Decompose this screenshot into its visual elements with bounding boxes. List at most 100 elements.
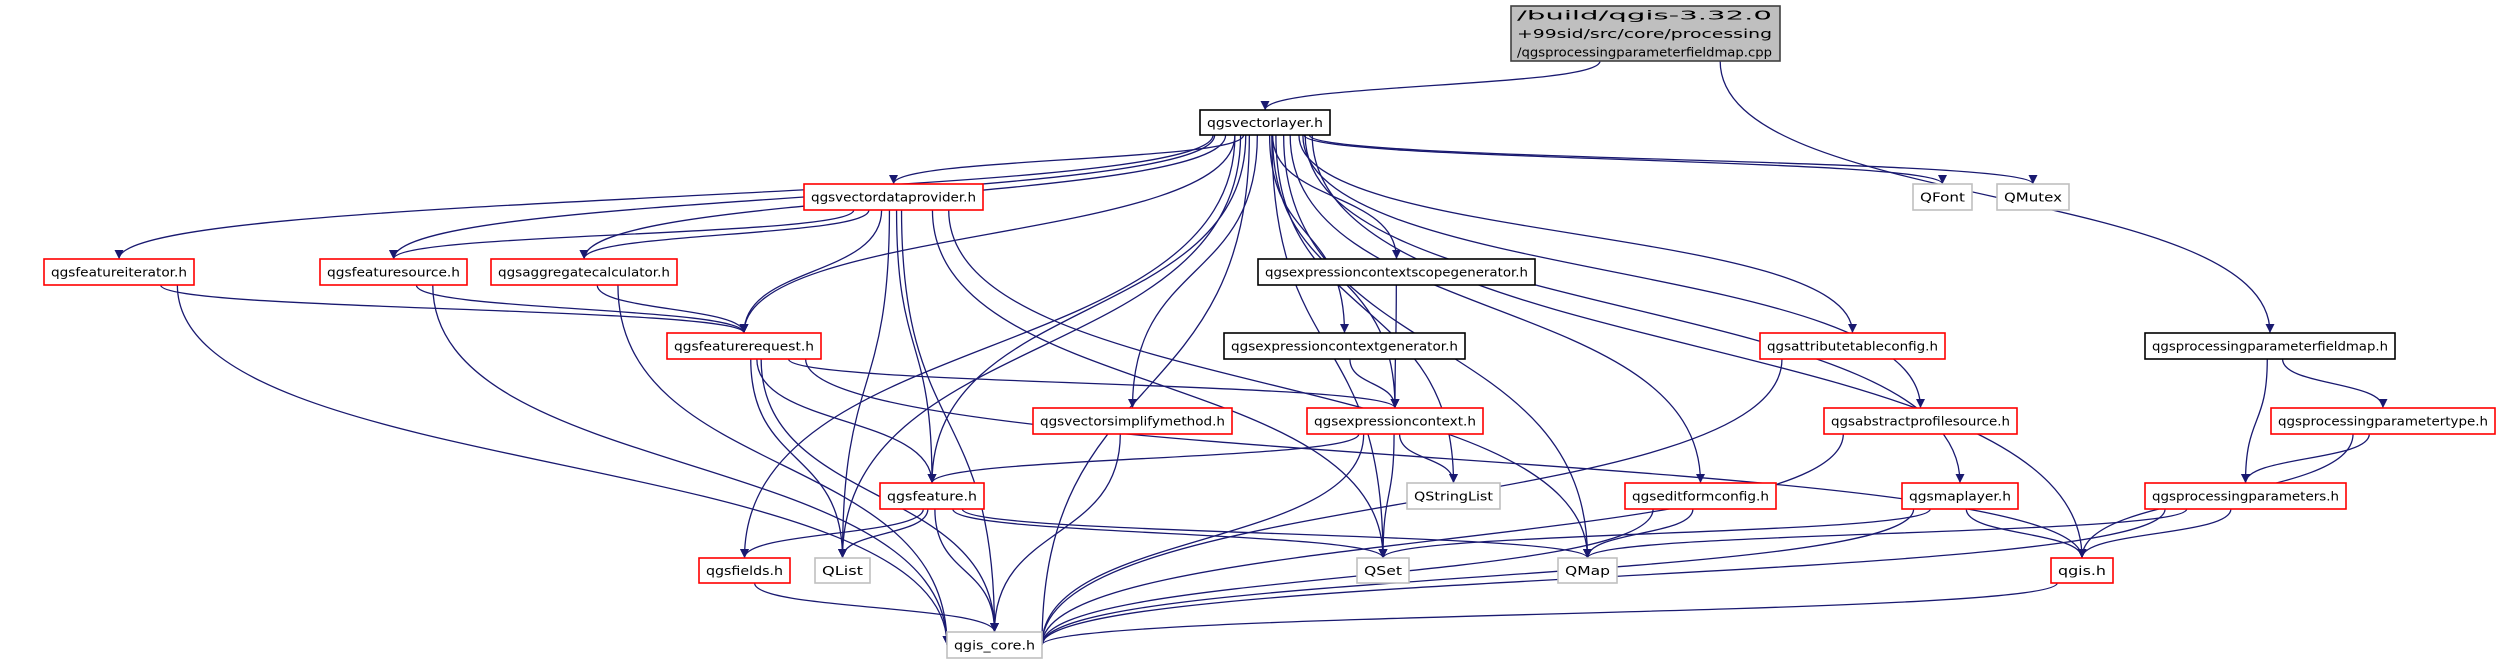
edge-expressioncontext-to-qgis_core: [1037, 433, 1365, 646]
edge-featurerequest-to-qgis_core: [760, 358, 1000, 633]
node-fieldmap[interactable]: qgsprocessingparameterfieldmap.h: [2144, 332, 2396, 360]
node-box: [319, 258, 468, 286]
node-label: qgsabstractprofilesource.h: [1831, 414, 2010, 429]
node-label: qgsfeaturerequest.h: [674, 339, 814, 354]
node-box: [698, 557, 791, 584]
edge-vectorlayer-to-featurerequest: [739, 134, 1236, 334]
node-attributetableconfig[interactable]: qgsattributetableconfig.h: [1759, 332, 1946, 360]
node-box: [1406, 482, 1501, 510]
node-qgis[interactable]: qgis.h: [2050, 557, 2114, 584]
edge-feature-to-QList: [837, 508, 929, 559]
node-box: [1624, 482, 1777, 510]
edge-abstractprofilesource-to-qgis_core: [1037, 433, 1844, 646]
node-label: QList: [822, 563, 863, 578]
node-label: QMutex: [2004, 190, 2062, 205]
edge-expressioncontext-to-QSet: [1378, 433, 1395, 559]
node-box: [1257, 258, 1536, 286]
edge-vectordataprovider-to-QMap: [948, 209, 1593, 559]
node-box: [814, 557, 871, 584]
edge-featurerequest-to-QList: [750, 358, 848, 559]
node-QList[interactable]: QList: [814, 557, 871, 584]
node-featuresource[interactable]: qgsfeaturesource.h: [319, 258, 468, 286]
node-label: /qgsprocessingparameterfieldmap.cpp: [1517, 44, 1772, 59]
nodes-layer: /build/qgis-3.32.0+99sid/src/core/proces…: [43, 5, 2496, 659]
node-label: qgis.h: [2058, 563, 2106, 578]
edge-parametertype-to-processingparameters: [2240, 433, 2370, 484]
node-label: qgsvectorsimplifymethod.h: [1040, 414, 1225, 429]
node-vectorlayer[interactable]: qgsvectorlayer.h: [1199, 109, 1331, 136]
edge-featurerequest-to-expressioncontext: [787, 358, 1400, 409]
node-root[interactable]: /build/qgis-3.32.0+99sid/src/core/proces…: [1510, 5, 1781, 62]
node-editformconfig[interactable]: qgseditformconfig.h: [1624, 482, 1777, 510]
node-contextgenerator[interactable]: qgsexpressioncontextgenerator.h: [1223, 332, 1466, 360]
node-QMutex[interactable]: QMutex: [1996, 183, 2070, 211]
node-fields[interactable]: qgsfields.h: [698, 557, 791, 584]
node-label: QFont: [1920, 190, 1965, 205]
node-vectordataprovider[interactable]: qgsvectordataprovider.h: [803, 183, 984, 211]
node-expressioncontext[interactable]: qgsexpressioncontext.h: [1306, 407, 1484, 435]
node-abstractprofilesource[interactable]: qgsabstractprofilesource.h: [1823, 407, 2018, 435]
node-QSet[interactable]: QSet: [1356, 557, 1410, 584]
node-QFont[interactable]: QFont: [1912, 183, 1973, 211]
edge-feature-to-fields: [740, 508, 924, 559]
node-featureiterator[interactable]: qgsfeatureiterator.h: [43, 258, 195, 286]
edge-feature-to-qgis_core: [934, 508, 1000, 633]
edge-vectorlayer-to-vectordataprovider: [889, 134, 1245, 185]
node-box: [1823, 407, 2018, 435]
edge-feature-to-QSet: [952, 508, 1388, 559]
edge-vectordataprovider-to-qgis_core: [900, 209, 1000, 633]
node-box: [2144, 482, 2347, 510]
node-QStringList[interactable]: QStringList: [1406, 482, 1501, 510]
node-box: [1759, 332, 1946, 360]
node-label: qgsvectorlayer.h: [1207, 115, 1323, 130]
node-feature[interactable]: qgsfeature.h: [879, 482, 985, 510]
edge-featuresource-to-qgis_core: [432, 284, 952, 646]
node-box: [2050, 557, 2114, 584]
edge-expressioncontext-to-feature: [927, 433, 1360, 484]
node-qgis_core[interactable]: qgis_core.h: [946, 631, 1043, 659]
edge-vectordataprovider-to-aggregatecalculator: [579, 209, 870, 260]
node-box: [1901, 482, 2019, 510]
node-box: [946, 631, 1043, 659]
edge-qgis-to-qgis_core: [1037, 582, 2058, 646]
edge-editformconfig-to-qgis_core: [1037, 508, 1654, 646]
edge-maplayer-to-QSet: [1378, 508, 1931, 559]
edge-vectorlayer-to-qgis_core: [1037, 134, 1251, 646]
node-aggregatecalculator[interactable]: qgsaggregatecalculator.h: [490, 258, 678, 286]
edge-vectorlayer-to-fields: [739, 134, 1236, 559]
edge-vectordataprovider-to-QList: [837, 209, 891, 559]
edge-root-to-vectorlayer: [1260, 60, 1601, 111]
node-box: [2144, 332, 2396, 360]
edge-vectorlayer-to-attributetableconfig: [1298, 134, 1858, 334]
node-label: qgsexpressioncontextgenerator.h: [1231, 339, 1458, 354]
node-label: qgsfeatureiterator.h: [51, 265, 187, 280]
node-box: [43, 258, 195, 286]
node-box: [1912, 183, 1973, 211]
node-label: qgsmaplayer.h: [1909, 489, 2011, 504]
edge-vectordataprovider-to-featuresource: [389, 209, 855, 260]
edge-featurerequest-to-qgis: [804, 358, 2087, 559]
edge-contextgenerator-to-expressioncontext: [1349, 358, 1400, 409]
node-label: qgis_core.h: [954, 638, 1035, 653]
edge-vectorlayer-to-editformconfig: [1289, 134, 1706, 484]
node-scopegenerator[interactable]: qgsexpressioncontextscopegenerator.h: [1257, 258, 1536, 286]
edge-vectordataprovider-to-featurerequest: [739, 209, 883, 334]
node-label: qgsprocessingparametertype.h: [2278, 414, 2488, 429]
node-box: [1996, 183, 2070, 211]
node-box: [1356, 557, 1410, 584]
node-box: [1306, 407, 1484, 435]
node-label: qgsfields.h: [706, 563, 783, 578]
edge-maplayer-to-qgis: [1965, 508, 2087, 559]
node-QMap[interactable]: QMap: [1557, 557, 1618, 584]
node-featurerequest[interactable]: qgsfeaturerequest.h: [666, 332, 822, 360]
edge-aggregatecalculator-to-featurerequest: [596, 284, 749, 334]
node-vectorsimplifymethod[interactable]: qgsvectorsimplifymethod.h: [1032, 407, 1233, 435]
edge-vectorlayer-to-featureiterator: [114, 134, 1214, 260]
node-parametertype[interactable]: qgsprocessingparametertype.h: [2270, 407, 2496, 435]
node-box: [2270, 407, 2496, 435]
node-box: [803, 183, 984, 211]
node-box: [1557, 557, 1618, 584]
node-processingparameters[interactable]: qgsprocessingparameters.h: [2144, 482, 2347, 510]
node-maplayer[interactable]: qgsmaplayer.h: [1901, 482, 2019, 510]
